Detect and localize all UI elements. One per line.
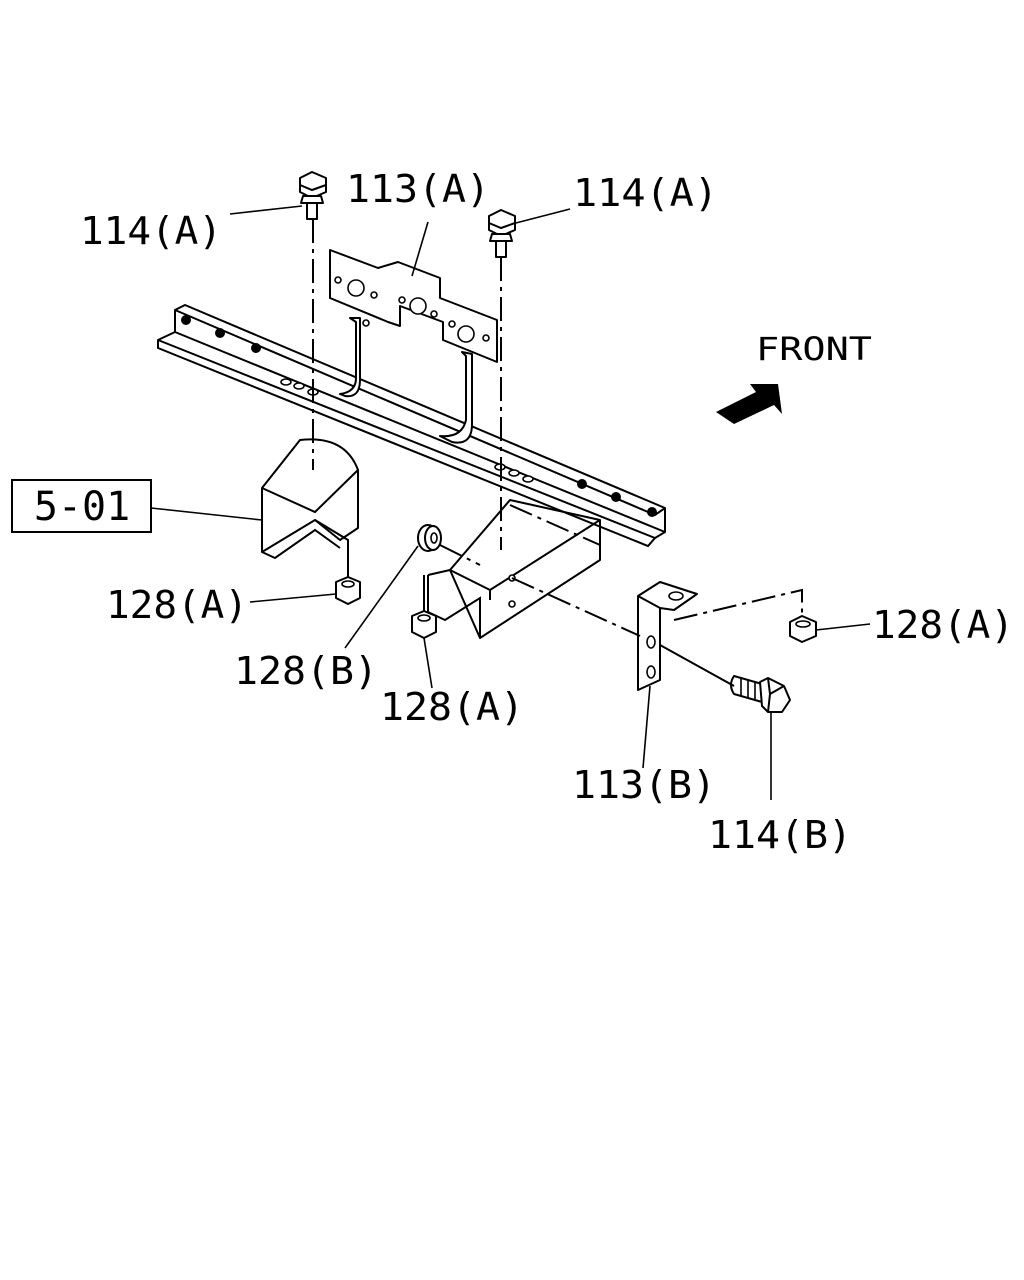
label-128a-left: 128(A) <box>106 583 248 627</box>
frame-rail-left <box>261 438 359 560</box>
label-128b: 128(B) <box>234 649 378 693</box>
assembly-lines <box>312 219 803 687</box>
label-114b: 114(B) <box>708 813 852 857</box>
nut-128a-right <box>789 615 817 643</box>
label-128a-center: 128(A) <box>380 685 524 729</box>
bolt-114a-left <box>299 171 327 220</box>
label-114a-left: 114(A) <box>80 209 222 253</box>
label-113b: 113(B) <box>572 763 716 807</box>
bolt-114b <box>730 675 791 713</box>
cross-member <box>157 304 666 548</box>
washer-128b <box>417 524 442 552</box>
bracket-113b <box>637 581 698 691</box>
leader-lines <box>150 205 871 800</box>
reference-box: 5-01 <box>11 479 152 533</box>
arrow-icon <box>716 384 782 424</box>
front-label: FRONT <box>756 330 872 368</box>
nut-128a-center <box>411 610 437 639</box>
bolt-114a-right <box>488 209 516 258</box>
label-114a-right: 114(A) <box>573 171 718 215</box>
frame-rail-center <box>427 499 601 639</box>
label-128a-right: 128(A) <box>872 603 1014 647</box>
reference-label: 5-01 <box>34 484 130 530</box>
bracket-113a <box>329 249 498 444</box>
nut-128a-left <box>335 576 361 605</box>
label-113a: 113(A) <box>346 167 490 211</box>
